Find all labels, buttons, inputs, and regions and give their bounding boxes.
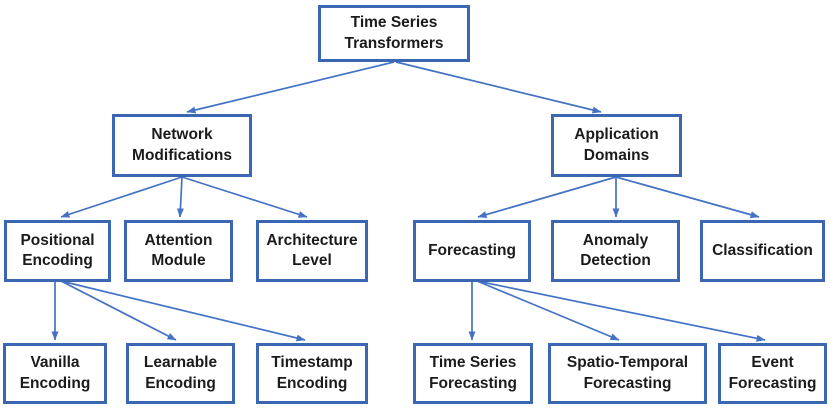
- node-vanilla-encoding: Vanilla Encoding: [3, 343, 107, 404]
- connector-positional-encoding-timestamp-encoding: [60, 280, 306, 342]
- connector-network-modifications-positional-encoding: [60, 176, 183, 218]
- node-timestamp-encoding: Timestamp Encoding: [256, 343, 368, 404]
- node-attention-module: Attention Module: [124, 220, 233, 282]
- connector-forecasting-spatio-temporal-forecasting: [476, 280, 620, 341]
- node-classification: Classification: [700, 220, 825, 282]
- connector-application-domains-forecasting: [477, 176, 617, 218]
- connector-root-network-modifications: [186, 61, 395, 114]
- connector-network-modifications-architecture-level: [181, 176, 308, 218]
- node-network-modifications: Network Modifications: [112, 114, 252, 177]
- node-time-series-forecasting: Time Series Forecasting: [413, 343, 533, 404]
- node-positional-encoding: Positional Encoding: [4, 220, 111, 282]
- connector-forecasting-event-forecasting: [476, 280, 766, 342]
- node-application-domains: Application Domains: [551, 114, 682, 177]
- node-time-series-transformers: Time Series Transformers: [318, 5, 470, 62]
- connector-network-modifications-attention-module: [176, 176, 184, 218]
- node-architecture-level: Architecture Level: [256, 220, 368, 282]
- node-event-forecasting: Event Forecasting: [718, 343, 827, 404]
- connector-positional-encoding-learnable-encoding: [60, 280, 177, 341]
- node-learnable-encoding: Learnable Encoding: [126, 343, 235, 404]
- node-spatio-temporal-forecasting: Spatio-Temporal Forecasting: [548, 343, 707, 404]
- node-anomaly-detection: Anomaly Detection: [551, 220, 680, 282]
- connector-root-application-domains: [395, 61, 602, 114]
- connector-application-domains-classification: [615, 176, 760, 219]
- node-forecasting: Forecasting: [413, 220, 531, 282]
